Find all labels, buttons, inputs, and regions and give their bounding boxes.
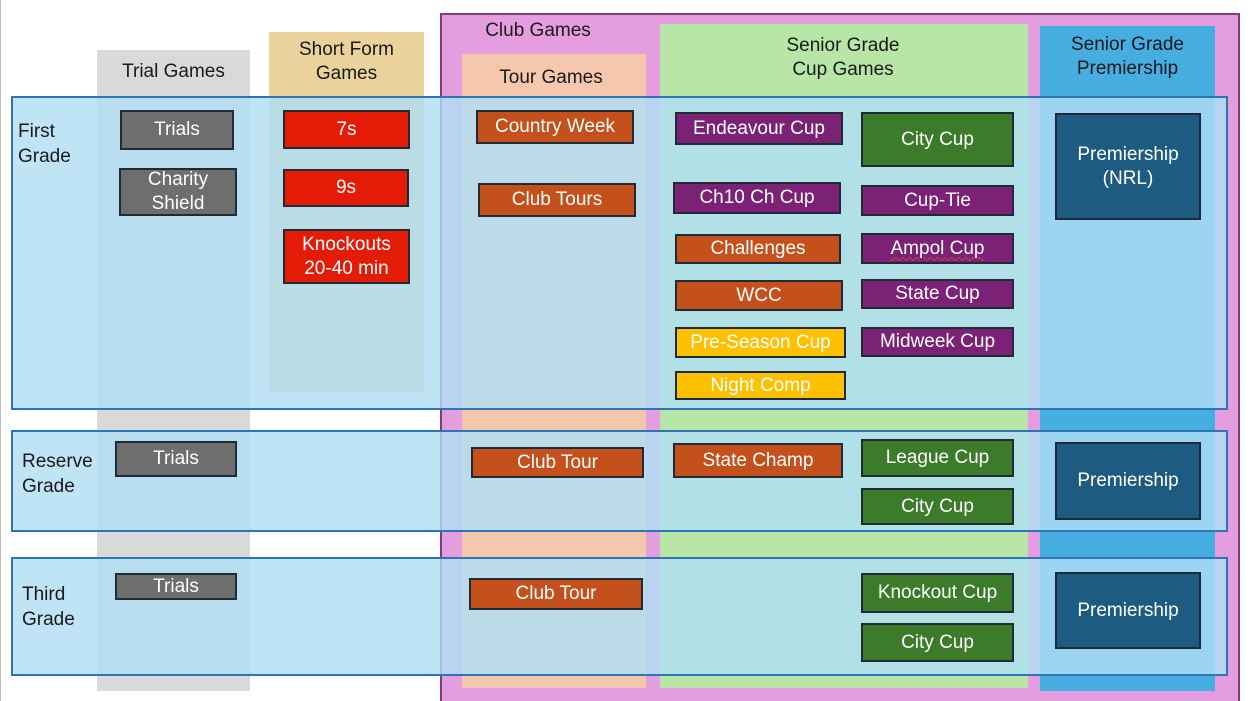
reserve-grade-state-champ: State Champ: [673, 443, 843, 478]
third-grade-club-tour: Club Tour: [469, 578, 643, 610]
reserve-grade-club-tour: Club Tour: [471, 447, 644, 478]
first-grade-country-week: Country Week: [476, 110, 634, 144]
trial-games-header: Trial Games: [122, 61, 225, 82]
third-grade-knockout-cup: Knockout Cup: [861, 573, 1014, 613]
ampol-cup-label: Ampol Cup: [890, 237, 985, 259]
first-grade-ampol-cup: Ampol Cup: [861, 233, 1014, 264]
first-grade-night-comp: Night Comp: [675, 371, 846, 400]
first-grade-state-cup: State Cup: [861, 279, 1014, 309]
canvas-left-edge: [0, 0, 1, 701]
first-grade-wcc: WCC: [675, 280, 843, 311]
third-grade-city-cup: City Cup: [861, 623, 1014, 662]
first-grade-charity-shield: Charity Shield: [119, 168, 237, 216]
reserve-grade-label: Reserve Grade: [22, 451, 93, 497]
first-grade-midweek-cup: Midweek Cup: [861, 327, 1014, 357]
first-grade-club-tours: Club Tours: [478, 183, 636, 217]
third-grade-premiership: Premiership: [1055, 572, 1201, 649]
first-grade-9s: 9s: [283, 169, 409, 207]
short-form-games-header: Short Form Games: [298, 39, 395, 84]
first-grade-row: [11, 96, 1228, 410]
first-grade-7s: 7s: [283, 110, 410, 149]
first-grade-label: First Grade: [18, 121, 71, 167]
first-grade-premiership: Premiership (NRL): [1055, 113, 1201, 220]
tour-games-header: Tour Games: [499, 67, 603, 88]
reserve-grade-premiership: Premiership: [1055, 442, 1201, 520]
first-grade-pre-season-cup: Pre-Season Cup: [675, 327, 846, 358]
premiership-header: Senior Grade Premiership: [1070, 34, 1184, 79]
reserve-grade-league-cup: League Cup: [861, 439, 1014, 477]
first-grade-ch10-cup: Ch10 Ch Cup: [673, 182, 841, 214]
reserve-grade-trials: Trials: [115, 441, 237, 477]
first-grade-challenges: Challenges: [675, 234, 841, 264]
first-grade-city-cup: City Cup: [861, 112, 1014, 167]
third-grade-trials: Trials: [115, 573, 237, 600]
first-grade-cup-tie: Cup-Tie: [861, 185, 1014, 216]
cup-games-header: Senior Grade Cup Games: [786, 35, 900, 80]
third-grade-label: Third Grade: [22, 584, 75, 630]
first-grade-endeavour-cup: Endeavour Cup: [675, 112, 843, 145]
first-grade-trials: Trials: [120, 110, 234, 150]
club-games-header: Club Games: [485, 20, 591, 41]
first-grade-knockouts: Knockouts 20-40 min: [283, 229, 410, 284]
reserve-grade-city-cup: City Cup: [861, 488, 1014, 525]
